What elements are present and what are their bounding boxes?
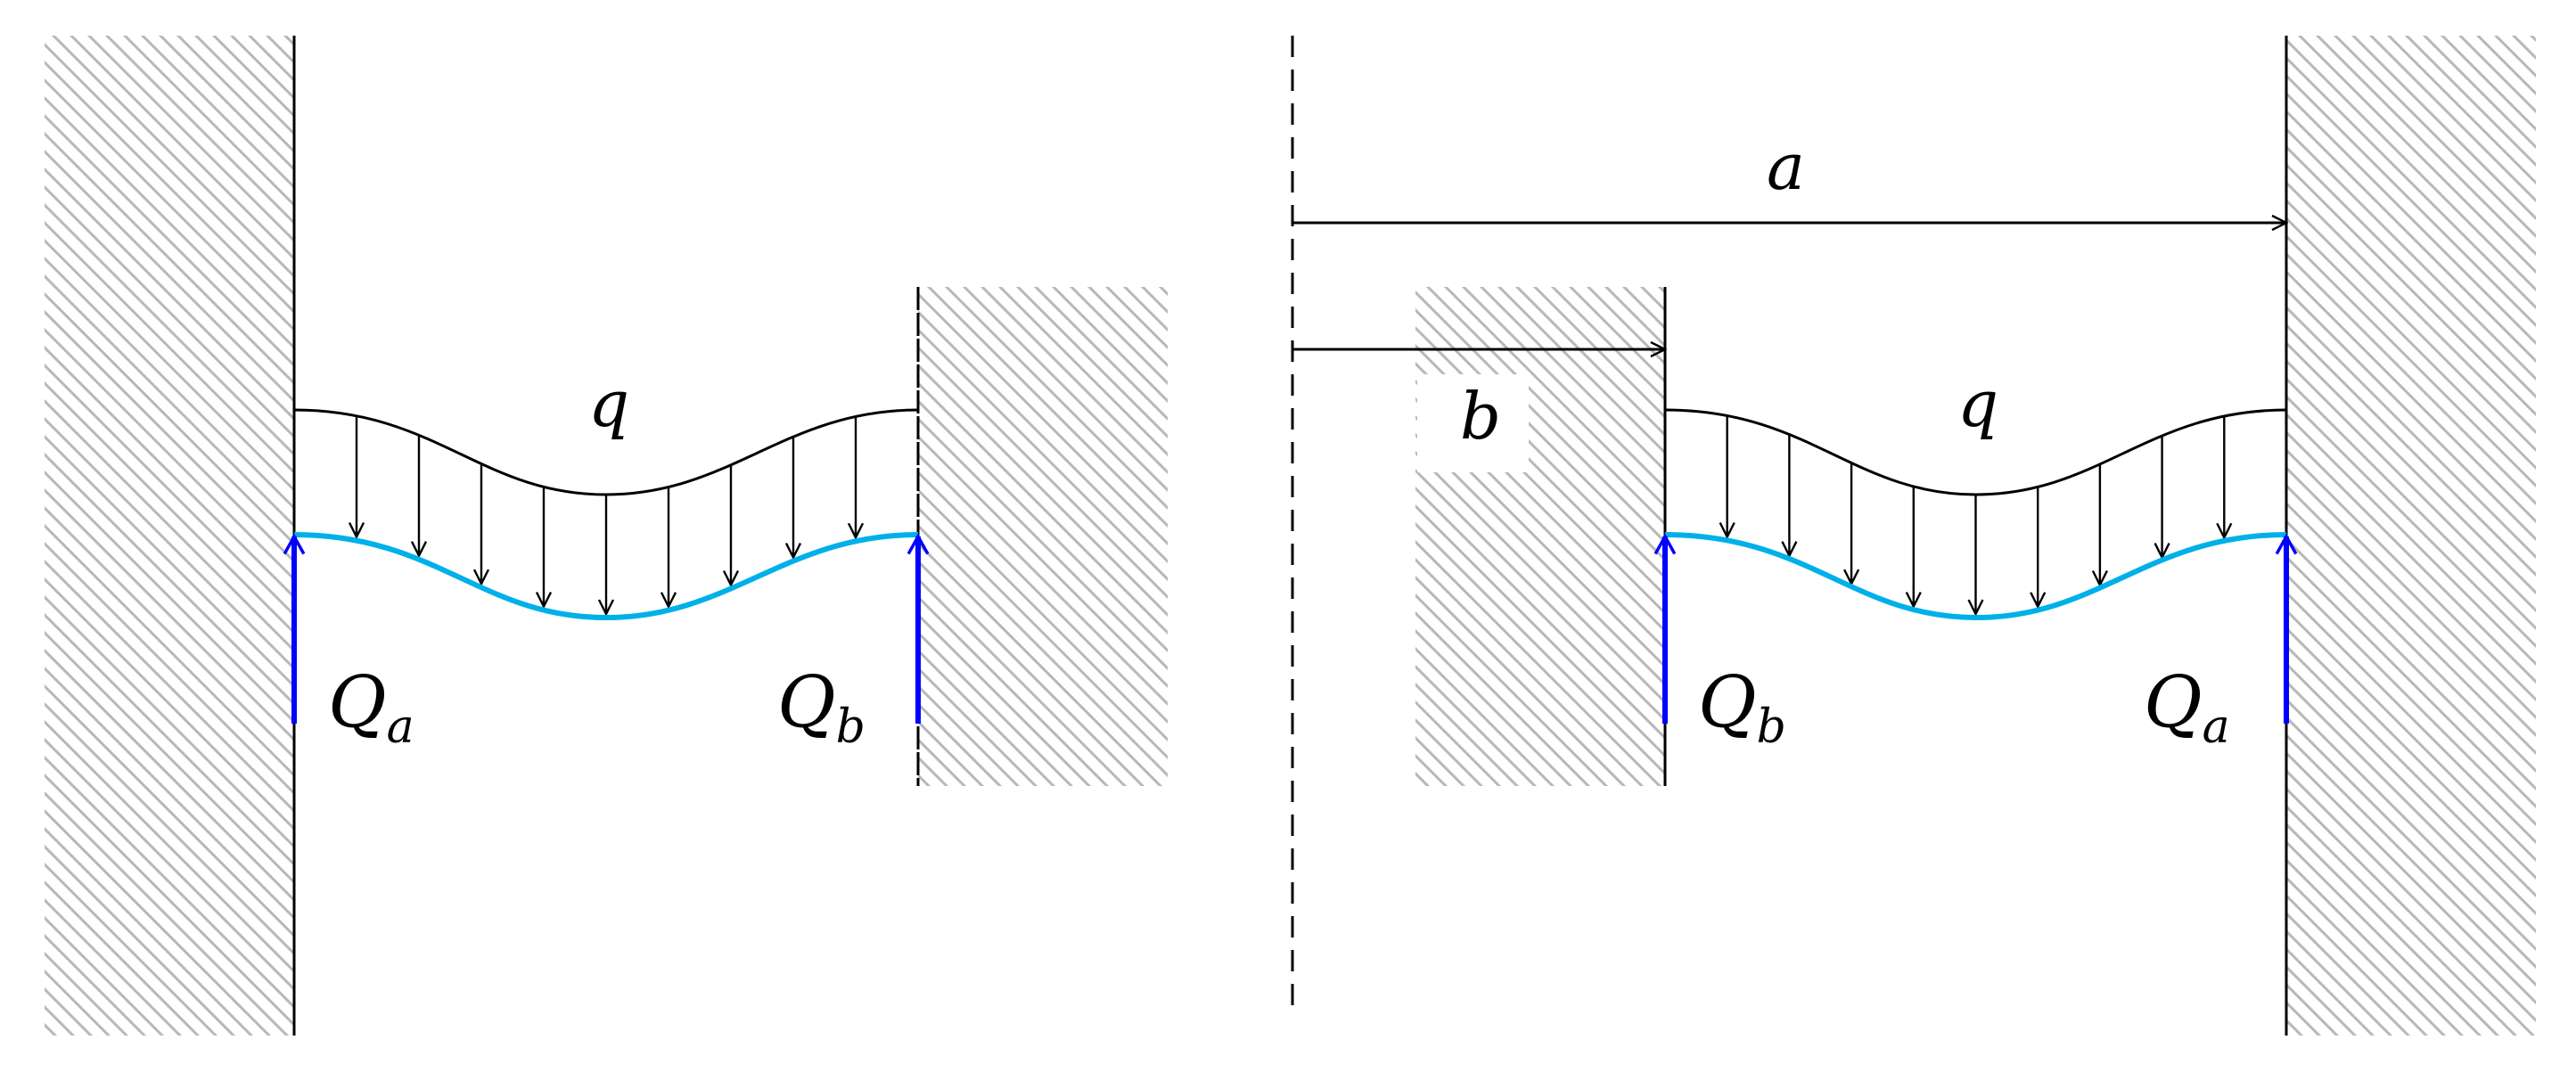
outer-wall-hatch <box>2286 36 2536 1036</box>
reaction-label-right: Qb <box>777 660 866 754</box>
inner-support-hatch <box>1415 287 1665 786</box>
inner-support-hatch <box>918 287 1168 786</box>
reaction-label-left: Qb <box>1698 660 1786 754</box>
load-arrows <box>357 415 856 614</box>
right-figure: a b q Qb Qa <box>1291 36 2536 1036</box>
dimension-label-outer: a <box>1767 129 1805 204</box>
dim-label-background <box>1417 374 1529 472</box>
deflection-curve <box>1664 532 2287 621</box>
dimension-label-inner: b <box>1460 379 1501 454</box>
deflection-curve <box>293 532 919 621</box>
left-wall-hatch <box>45 36 294 1036</box>
reaction-label-left: Qa <box>328 660 414 754</box>
left-figure: q Qa Qb <box>45 36 1168 1036</box>
load-label: q <box>588 366 629 441</box>
load-arrows <box>1727 415 2225 614</box>
load-label: q <box>1957 366 1998 441</box>
reaction-label-right: Qa <box>2144 660 2230 754</box>
